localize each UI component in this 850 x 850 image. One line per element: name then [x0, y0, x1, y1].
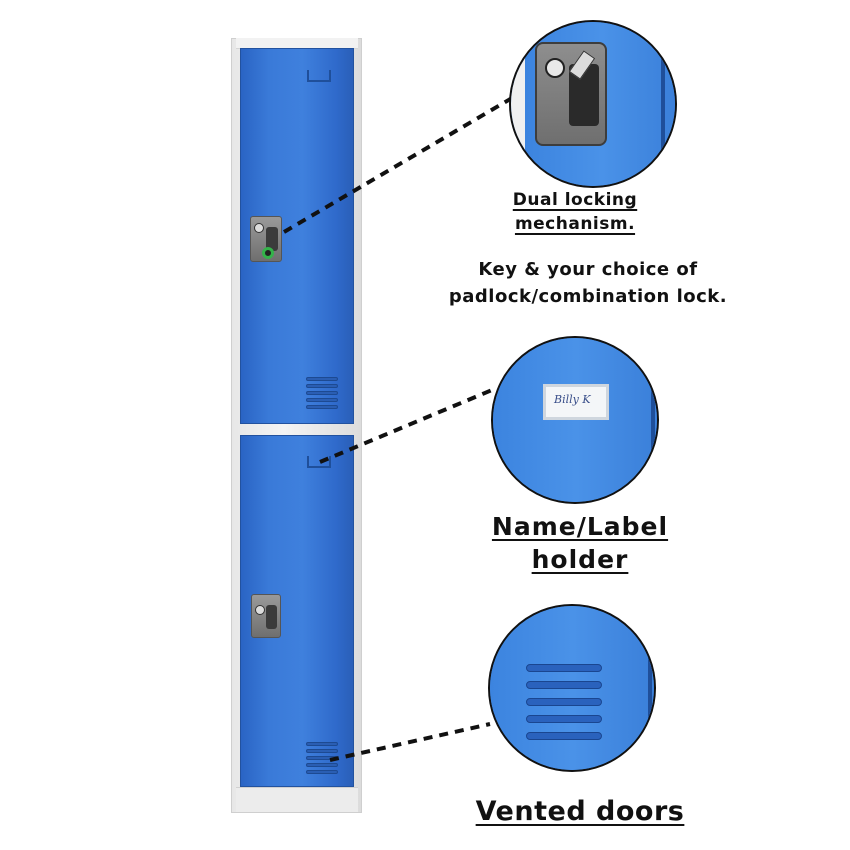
zoom-vent-slot: [526, 681, 602, 689]
caption-vented-doors: Vented doors: [475, 796, 685, 827]
zoom-vents-detail: [488, 604, 656, 772]
locker-base: [236, 787, 358, 812]
upper-label-holder: [307, 70, 331, 82]
combination-padlock-icon: [262, 247, 274, 259]
connector-vents: [329, 722, 491, 762]
zoom-keyhole-icon: [545, 58, 565, 78]
zoom-vent-slot: [526, 698, 602, 706]
lower-keyhole-icon: [255, 605, 265, 615]
upper-keyhole-icon: [254, 223, 264, 233]
connector-lock: [282, 96, 514, 234]
zoom-label-holder-detail: Billy K: [491, 336, 659, 504]
caption-label-holder: Name/Label holder: [491, 512, 669, 574]
zoom-label-card: Billy K: [543, 384, 609, 420]
zoom-vent-slot: [526, 715, 602, 723]
zoom-lock-plate: [535, 42, 607, 146]
caption-lock-options: Key & your choice of padlock/combination…: [448, 259, 728, 307]
caption-dual-locking: Dual locking mechanism.: [512, 190, 638, 234]
lower-lock-plate: [251, 594, 281, 638]
zoom-vent-slot: [526, 732, 602, 740]
lower-vents: [306, 742, 338, 777]
label-card-signature: Billy K: [554, 393, 591, 406]
upper-handle-slot: [266, 227, 278, 251]
lower-label-holder: [307, 456, 331, 468]
upper-lock-plate: [250, 216, 282, 262]
zoom-lock-detail: [509, 20, 677, 188]
lower-handle-slot: [266, 605, 277, 629]
connector-label-holder: [319, 388, 493, 464]
zoom-vent-slot: [526, 664, 602, 672]
upper-vents: [306, 377, 338, 412]
